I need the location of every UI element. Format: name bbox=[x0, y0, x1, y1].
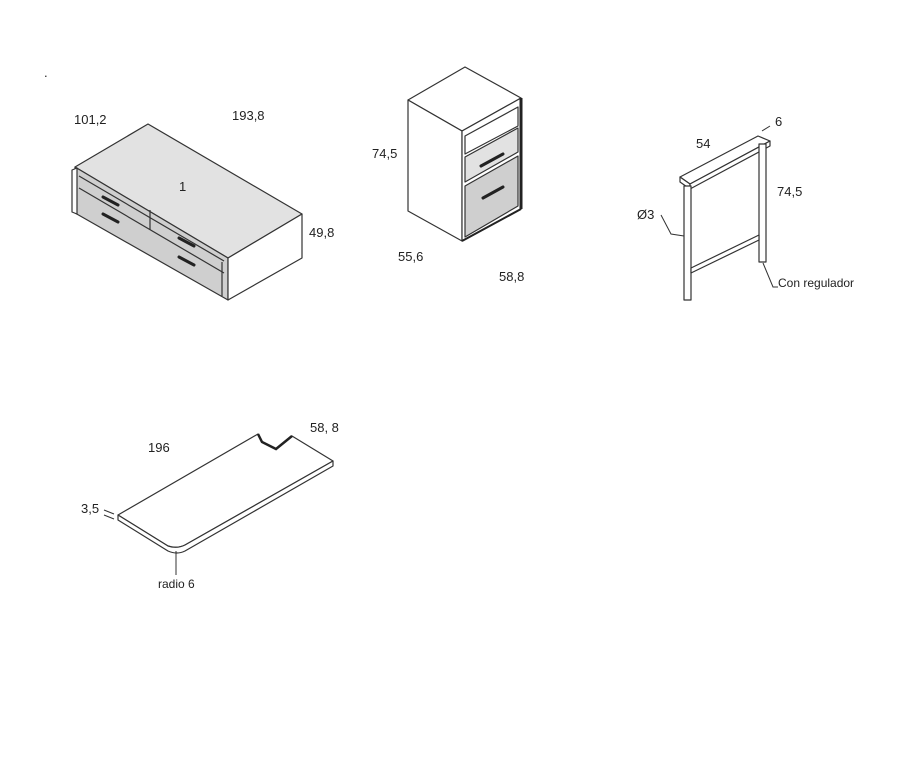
cabinet-open-shelf bbox=[464, 106, 519, 155]
desk-thickness-leader bbox=[103, 509, 115, 515]
bed-drawer-handle bbox=[177, 255, 196, 267]
bed-depth-label: 101,2 bbox=[74, 112, 107, 127]
marker-dot: . bbox=[44, 65, 48, 80]
regulator-label: Con regulador bbox=[778, 276, 854, 290]
desk-depth-label: 58, 8 bbox=[310, 420, 339, 435]
bed-height-label: 49,8 bbox=[309, 225, 334, 240]
leg-frame-height-label: 74,5 bbox=[777, 184, 802, 199]
desk-thickness-leader bbox=[103, 514, 115, 520]
bed-unit-end bbox=[227, 213, 303, 301]
bed-unit-drawing: 101,2 193,8 49,8 1 bbox=[71, 108, 334, 301]
leg-diameter-label: Ø3 bbox=[637, 207, 654, 222]
leg-frame-drawing: 54 6 74,5 Ø3 Con regulador bbox=[637, 114, 854, 301]
cabinet-depth-label: 58,8 bbox=[499, 269, 524, 284]
leg-frame-thickness-label: 6 bbox=[775, 114, 782, 129]
cabinet-height-label: 74,5 bbox=[372, 146, 397, 161]
desk-length-label: 196 bbox=[148, 440, 170, 455]
desk-break-mark bbox=[256, 433, 293, 451]
bed-drawer-handle bbox=[177, 236, 196, 248]
bed-drawer-top-line bbox=[78, 175, 225, 262]
leg-frame-left-leg bbox=[683, 185, 692, 301]
cabinet-bottom-drawer bbox=[464, 155, 519, 238]
desk-top-edge bbox=[117, 460, 334, 554]
cabinet-width-label: 55,6 bbox=[398, 249, 423, 264]
leg-frame-crossbar bbox=[690, 234, 760, 274]
bed-length-label: 193,8 bbox=[232, 108, 265, 123]
cabinet-top-drawer bbox=[464, 127, 519, 183]
cabinet-drawing: 74,5 55,6 58,8 bbox=[372, 66, 524, 284]
desk-thickness-label: 3,5 bbox=[81, 501, 99, 516]
leg-frame-width-label: 54 bbox=[696, 136, 710, 151]
leg-frame-right-leg bbox=[758, 143, 767, 263]
cabinet-drawer-handle bbox=[481, 185, 505, 200]
cabinet-bottom-edge bbox=[461, 208, 522, 242]
leg-frame-top-rail bbox=[679, 135, 771, 185]
bed-drawer-handle bbox=[101, 195, 120, 207]
bed-drawer-handle bbox=[101, 212, 120, 224]
desk-top-drawing: 196 58, 8 3,5 radio 6 bbox=[81, 420, 339, 591]
regulator-leader bbox=[762, 262, 778, 288]
desk-radius-label: radio 6 bbox=[158, 577, 195, 591]
thickness-leader bbox=[761, 125, 771, 132]
bed-drawer-line bbox=[78, 187, 225, 274]
diameter-leader bbox=[660, 214, 685, 237]
bed-unit-left-panel bbox=[71, 167, 78, 215]
bed-drawer-number: 1 bbox=[179, 179, 186, 194]
cabinet-drawer-handle bbox=[479, 152, 505, 168]
